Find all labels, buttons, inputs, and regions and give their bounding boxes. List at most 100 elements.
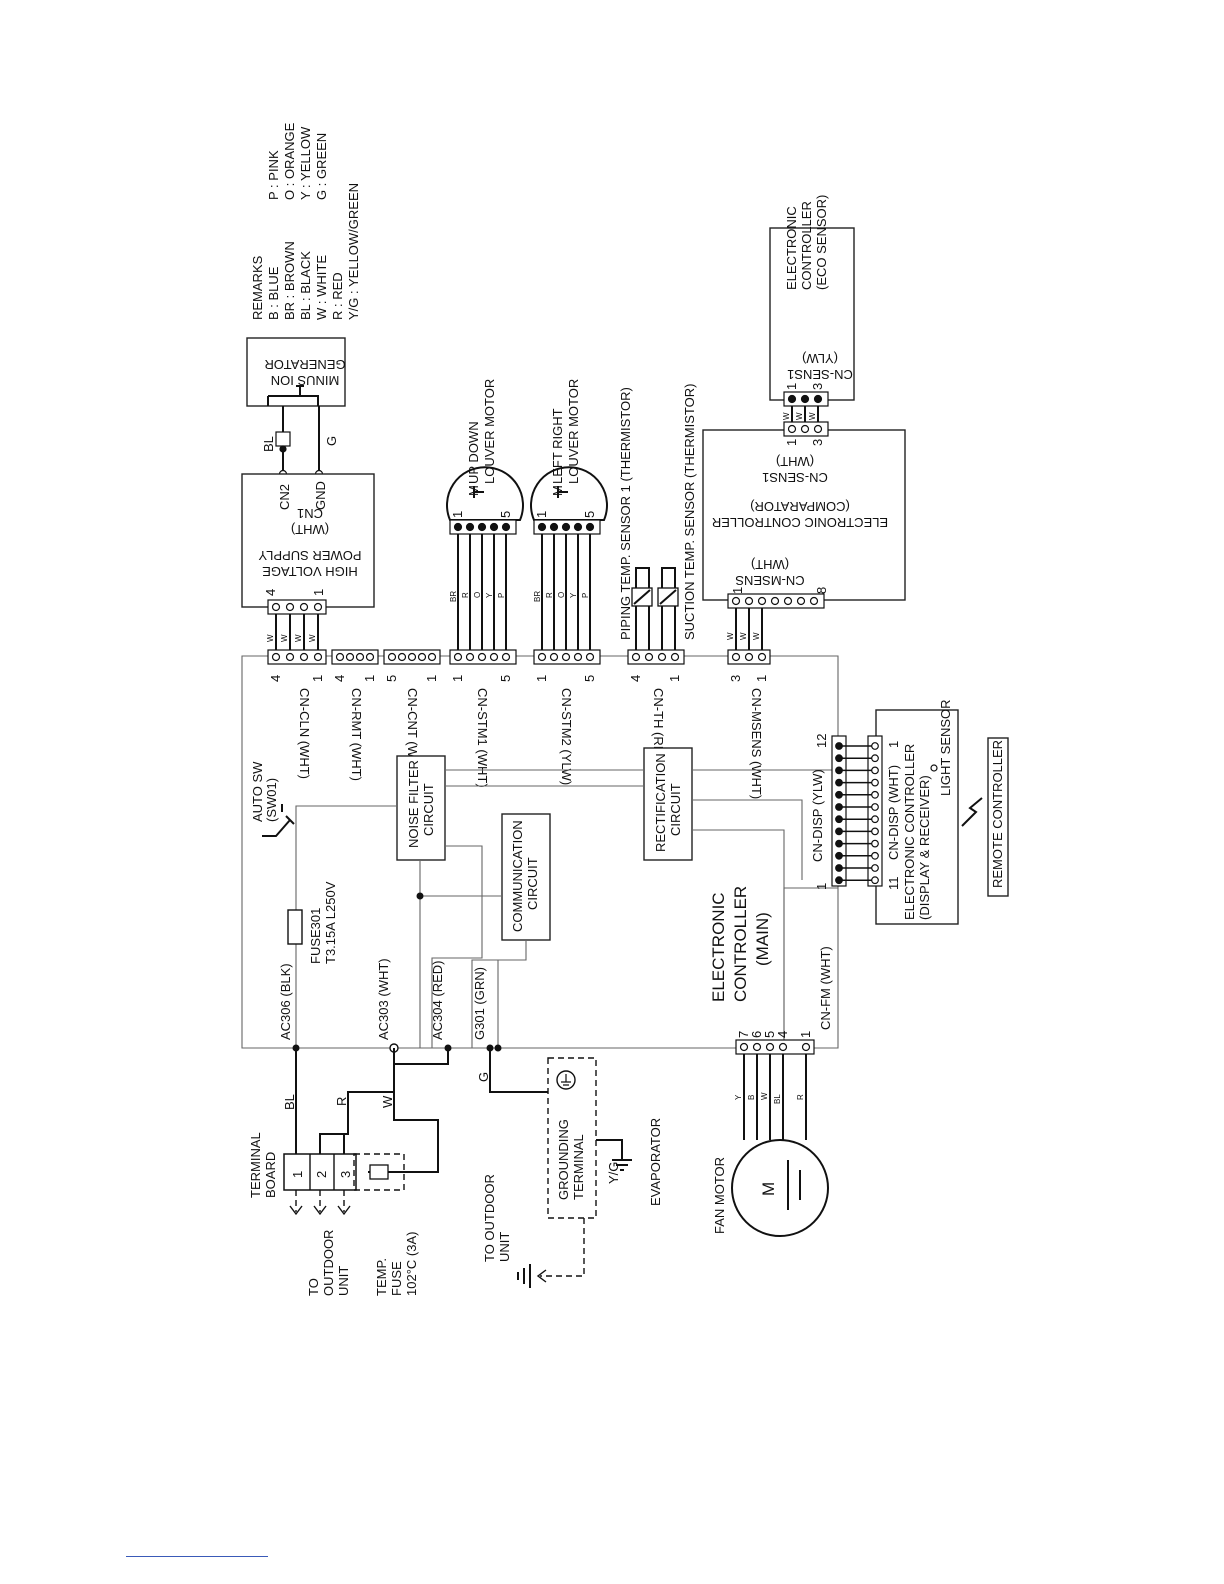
cn-stm1-connector xyxy=(449,649,517,665)
auto-switch[interactable] xyxy=(262,804,295,837)
svg-text:1: 1 xyxy=(450,511,465,518)
svg-text:W: W xyxy=(308,634,317,642)
svg-text:1: 1 xyxy=(814,883,829,890)
svg-text:12: 12 xyxy=(814,734,829,748)
connector-pin xyxy=(835,790,843,799)
communication-label: COMMUNICATION CIRCUIT xyxy=(510,817,540,932)
hv-cn1-connector xyxy=(267,599,327,615)
wires-cn-cln xyxy=(275,614,319,650)
connector-pin xyxy=(835,827,843,836)
cn-stm2-connector xyxy=(533,649,601,665)
wire-label: G xyxy=(324,436,339,446)
line-label: AC304 (RED) xyxy=(430,961,445,1040)
eco-sensor-label: ELECTRONIC CONTROLLER (ECO SENSOR) xyxy=(784,195,829,290)
svg-text:R: R xyxy=(545,592,554,598)
fuse-label: FUSE301 T3.15A L250V xyxy=(308,881,338,964)
color-code: B : BLUE xyxy=(266,266,281,320)
louver-wire-letters: BR R O Y P BR R O Y P xyxy=(449,591,590,602)
connector-label: CN-CLN (WHT) xyxy=(297,688,312,779)
svg-text:1: 1 xyxy=(886,741,901,748)
svg-text:2: 2 xyxy=(314,1171,329,1178)
cn-disp-wht-label: CN-DISP (WHT) xyxy=(886,765,901,860)
internal-wire xyxy=(692,769,838,880)
color-code: Y : YELLOW xyxy=(298,126,313,200)
outdoor-ground-wire xyxy=(540,1218,585,1277)
svg-text:6: 6 xyxy=(749,1031,764,1038)
svg-text:Y: Y xyxy=(734,1094,743,1100)
wire-label: W xyxy=(380,1095,395,1108)
cn-cln-connector xyxy=(267,649,327,665)
svg-text:GENERATOR: GENERATOR xyxy=(264,357,345,372)
svg-text:1: 1 xyxy=(784,383,799,390)
connector-pin xyxy=(835,839,843,848)
motor-label: UP DOWN LOUVER MOTOR xyxy=(466,379,497,484)
svg-text:BR: BR xyxy=(449,591,458,602)
svg-text:R: R xyxy=(461,592,470,598)
connector-pin xyxy=(871,864,879,872)
svg-text:W: W xyxy=(726,632,735,640)
cn-disp-wht-connector xyxy=(867,735,883,887)
pin-label-gnd: GND xyxy=(313,481,328,510)
svg-text:BL: BL xyxy=(773,1094,782,1104)
svg-text:(COMPARATOR): (COMPARATOR) xyxy=(750,499,850,514)
svg-text:5: 5 xyxy=(498,675,513,682)
connector-pin xyxy=(835,876,843,885)
connector-pin xyxy=(871,815,879,824)
eco-cn-sens1-label: CN-SENS1 (YLW) xyxy=(787,351,853,382)
display-controller-label: ELECTRONIC CONTROLLER (DISPLAY & RECEIVE… xyxy=(902,740,932,920)
svg-text:B: B xyxy=(747,1095,756,1100)
grounding-terminal-label: GROUNDING TERMINAL xyxy=(556,1115,586,1200)
connector-pin xyxy=(835,803,843,811)
cn-disp-ylw-label: CN-DISP (YLW) xyxy=(810,769,825,862)
connector-pin xyxy=(871,790,879,799)
wire-yg xyxy=(596,1139,623,1160)
svg-text:ELECTRONIC CONTROLLER: ELECTRONIC CONTROLLER xyxy=(712,515,888,530)
temp-fuse xyxy=(369,1164,389,1180)
svg-text:3: 3 xyxy=(810,383,825,390)
connector-pin xyxy=(871,851,879,860)
communication-circuit xyxy=(501,813,551,941)
cn-cnt-connector xyxy=(383,649,441,665)
svg-text:8: 8 xyxy=(814,587,829,594)
comparator-msens-label: CN-MSENS (WHT) xyxy=(735,557,805,588)
connector-pin xyxy=(871,742,879,750)
fuse301 xyxy=(287,909,303,945)
color-code: Y/G : YELLOW/GREEN xyxy=(346,183,361,320)
minus-ion-generator-box xyxy=(246,337,346,407)
eco-sensor-controller-box xyxy=(769,227,855,401)
internal-wire xyxy=(471,940,527,1048)
minus-ion-label: MINUS ION GENERATOR xyxy=(264,357,345,388)
svg-text:(WHT): (WHT) xyxy=(776,454,814,469)
temp-fuse-box xyxy=(353,1153,405,1191)
remarks-title: REMARKS xyxy=(250,255,265,320)
yg-label: Y/G xyxy=(606,1162,621,1184)
ion-symbol xyxy=(267,385,319,406)
svg-text:4: 4 xyxy=(263,589,278,596)
connector-pin xyxy=(871,839,879,848)
remarks-legend: REMARKS B : BLUE BR : BROWN BL : BLACK W… xyxy=(250,122,361,320)
connector-pin xyxy=(871,803,879,811)
wire-label: G xyxy=(476,1072,491,1082)
svg-text:3: 3 xyxy=(810,439,825,446)
comparator-cn-msens-connector xyxy=(727,593,825,609)
comparator-label: ELECTRONIC CONTROLLER (COMPARATOR) xyxy=(712,499,888,530)
light-sensor-icon xyxy=(930,764,938,772)
wire-label: R xyxy=(334,1097,349,1106)
connector-label: CN-MSENS (WHT) xyxy=(749,688,764,799)
svg-text:3: 3 xyxy=(728,675,743,682)
svg-text:BR: BR xyxy=(533,591,542,602)
cn-disp-ylw-connector xyxy=(831,735,847,887)
svg-text:1: 1 xyxy=(424,675,439,682)
suction-sensor-label: SUCTION TEMP. SENSOR (THERMISTOR) xyxy=(682,384,697,640)
svg-text:1: 1 xyxy=(290,1171,305,1178)
svg-text:CN-SENS1: CN-SENS1 xyxy=(762,470,828,485)
svg-text:P: P xyxy=(497,593,506,598)
connector-pin xyxy=(871,766,879,775)
svg-text:1: 1 xyxy=(310,675,325,682)
connector-pin xyxy=(835,864,843,872)
fan-motor-wires xyxy=(743,1054,807,1140)
fan-motor: M xyxy=(731,1139,829,1237)
svg-text:Y: Y xyxy=(485,592,494,598)
color-code: BR : BROWN xyxy=(282,241,297,320)
svg-text:1: 1 xyxy=(754,675,769,682)
